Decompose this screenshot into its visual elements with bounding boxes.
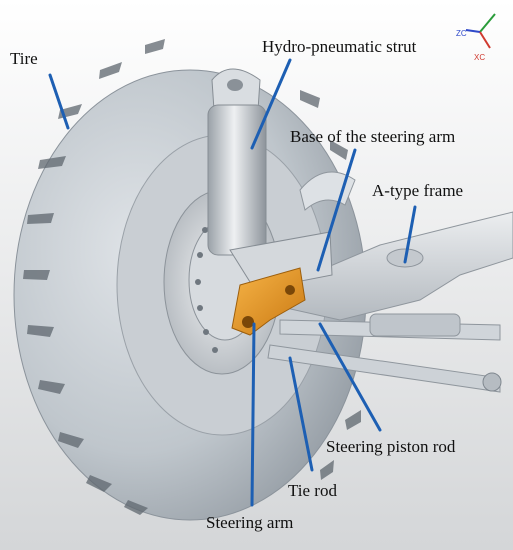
leader-tierod [288,356,314,472]
strut-body [207,68,333,291]
leader-tire [48,73,70,130]
leader-strut [250,58,292,150]
piston-rod-body [279,313,501,341]
label-frame: A-type frame [372,181,463,200]
steering-arm-body [231,267,306,336]
leader-arm [250,322,256,507]
label-piston: Steering piston rod [326,437,456,456]
label-base: Base of the steering arm [290,127,455,146]
leader-frame [403,205,417,264]
label-tire: Tire [10,49,38,68]
label-strut: Hydro-pneumatic strut [262,37,417,56]
leader-base [316,148,357,272]
axis-xc-label: XC [474,53,485,62]
axis-triad: ZC XC [456,13,496,62]
label-arm: Steering arm [206,513,293,532]
leader-piston [318,322,382,432]
label-tierod: Tie rod [288,481,337,500]
tie-rod-body [267,344,502,393]
axis-zc-label: ZC [456,29,467,38]
leader-lines [48,58,417,507]
